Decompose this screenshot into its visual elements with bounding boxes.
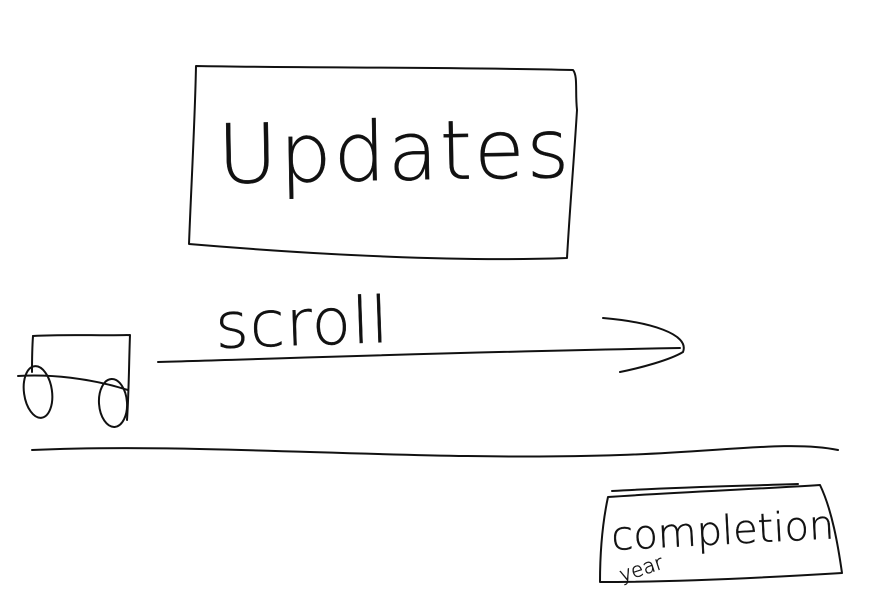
scroll-label: scroll bbox=[214, 284, 391, 364]
cart-icon bbox=[17, 334, 131, 428]
cart-wheel-left bbox=[22, 365, 54, 419]
completion-box: completion year bbox=[599, 483, 843, 587]
completion-label: completion bbox=[610, 502, 835, 560]
scroll-indicator: scroll bbox=[157, 284, 685, 373]
cart-wheel-right bbox=[97, 378, 129, 428]
updates-label: Updates bbox=[217, 102, 572, 203]
completion-box-outline bbox=[599, 484, 843, 583]
updates-box-outline bbox=[188, 65, 578, 261]
updates-box: Updates bbox=[188, 65, 578, 261]
scroll-arrow-head bbox=[602, 317, 685, 373]
cart-body bbox=[32, 334, 131, 421]
baseline-line bbox=[31, 445, 839, 458]
cart-axle bbox=[17, 374, 129, 391]
scroll-arrow-shaft bbox=[157, 347, 681, 363]
